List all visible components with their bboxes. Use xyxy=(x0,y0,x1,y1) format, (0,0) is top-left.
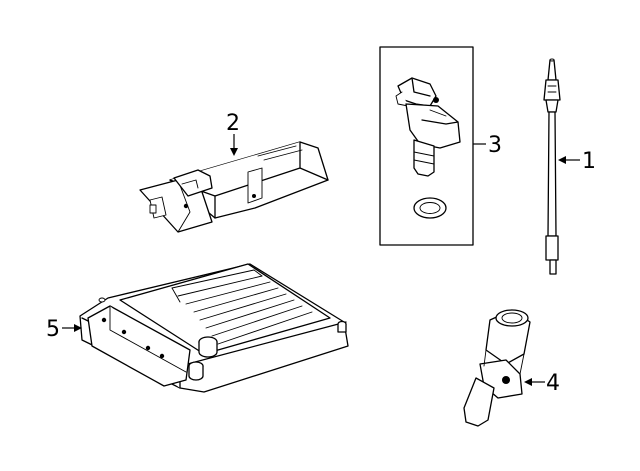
part-3-frame xyxy=(379,46,474,246)
callout-5-label: 5 xyxy=(46,317,60,342)
callout-1: 1 xyxy=(558,149,596,174)
part-3-sensor-group[interactable] xyxy=(379,46,474,246)
part-5-control-module[interactable] xyxy=(79,263,349,393)
callout-2-label: 2 xyxy=(226,111,240,136)
part-4-position-sensor[interactable] xyxy=(463,309,531,427)
callout-5: 5 xyxy=(46,317,82,342)
part-2-module-bracket[interactable] xyxy=(139,141,329,233)
callout-2: 2 xyxy=(226,111,240,156)
callout-4: 4 xyxy=(524,371,560,396)
callout-3-label: 3 xyxy=(488,133,502,158)
callout-4-label: 4 xyxy=(546,371,560,396)
callout-3: 3 xyxy=(473,133,502,158)
callout-1-label: 1 xyxy=(582,149,596,174)
part-1-probe[interactable] xyxy=(543,58,561,275)
